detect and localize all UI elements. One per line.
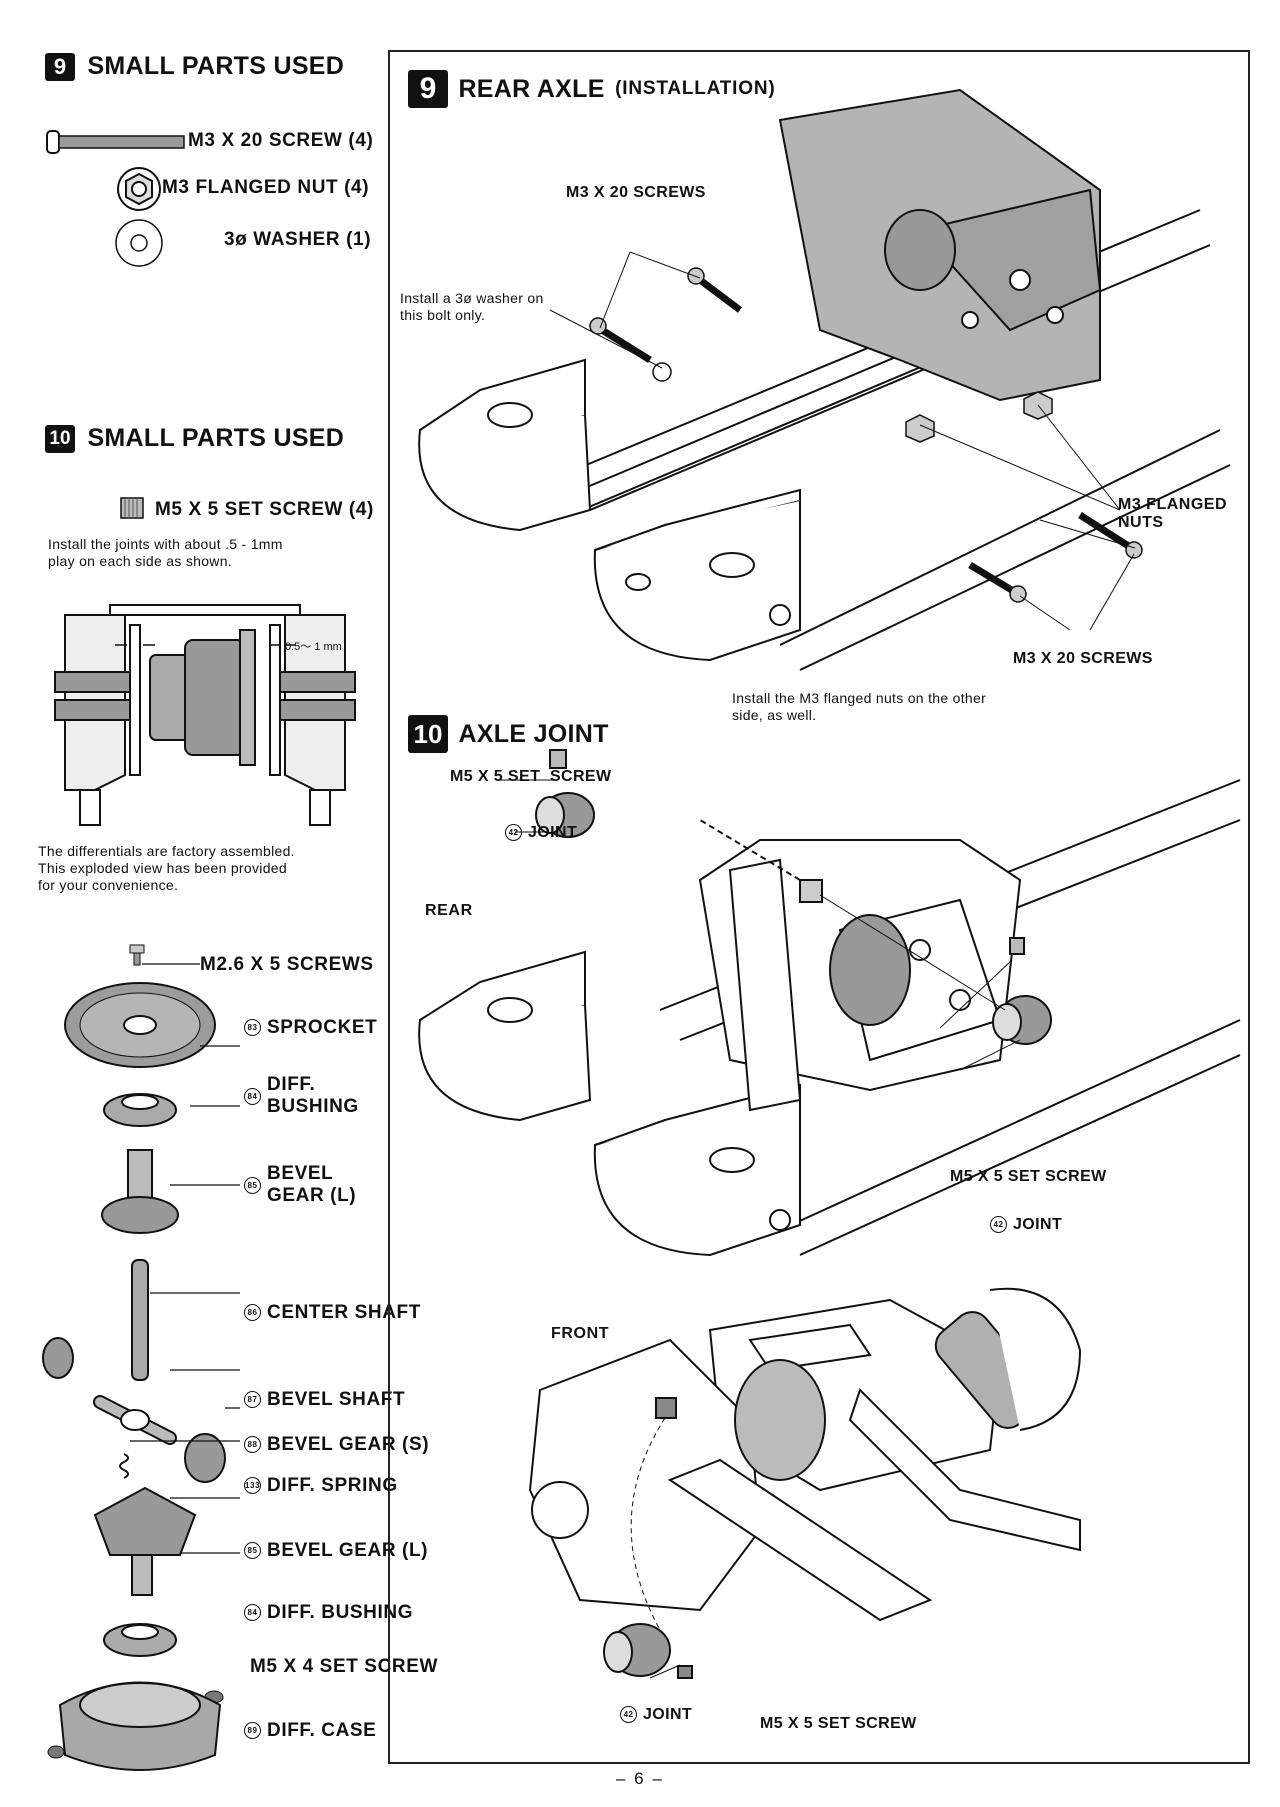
step-badge-9-large: 9 bbox=[408, 70, 448, 108]
part-number-badge: 42 bbox=[990, 1216, 1007, 1234]
part-m3x20-screw-label: M3 X 20 SCREW (4) bbox=[188, 130, 374, 151]
play-gap-label: 0.5〜 1 mm bbox=[285, 641, 342, 653]
step-badge-10-large: 10 bbox=[408, 715, 448, 753]
axle-joint-rear-drawing bbox=[418, 749, 1241, 1257]
part-number-badge: 85 bbox=[244, 1542, 261, 1560]
joint-play-diagram bbox=[54, 604, 356, 826]
section-9-parts-title: SMALL PARTS USED bbox=[87, 52, 345, 80]
section-10-parts-header: 10 SMALL PARTS USED bbox=[45, 424, 344, 453]
part-number-badge: 42 bbox=[620, 1706, 637, 1724]
callout-set-screw-mid: M5 X 5 SET SCREW bbox=[950, 1168, 1107, 1185]
part-number-badge: 42 bbox=[505, 824, 522, 842]
set-screw-icon bbox=[120, 497, 144, 519]
washer-icon bbox=[115, 219, 163, 267]
page-number: – 6 – bbox=[616, 1769, 664, 1788]
part-number-badge: 133 bbox=[244, 1477, 261, 1495]
exploded-label-m5x4-set-screw: M5 X 4 SET SCREW bbox=[250, 1656, 439, 1677]
part-number-badge: 88 bbox=[244, 1436, 261, 1454]
callout-m3x20-screws-bottom: M3 X 20 SCREWS bbox=[1013, 650, 1153, 667]
step-10-header: 10 AXLE JOINT bbox=[408, 715, 609, 753]
part-number-badge: 83 bbox=[244, 1019, 261, 1037]
label-front: FRONT bbox=[551, 1325, 610, 1342]
callout-flanged-nuts-other-side-note: Install the M3 flanged nuts on the other… bbox=[732, 690, 987, 723]
rear-axle-installation-drawing bbox=[418, 88, 1231, 671]
callout-m3x20-screws-top: M3 X 20 SCREWS bbox=[566, 184, 706, 201]
axle-joint-front-drawing bbox=[528, 1287, 1082, 1679]
step-badge-10: 10 bbox=[45, 424, 75, 453]
step-9-title: REAR AXLE bbox=[458, 74, 605, 103]
exploded-leader-lines bbox=[130, 963, 240, 1554]
callout-set-screw-top: M5 X 5 SET SCREW bbox=[450, 768, 612, 785]
part-number-badge: 84 bbox=[244, 1604, 261, 1622]
step-10-title: AXLE JOINT bbox=[458, 719, 609, 748]
differential-exploded-view bbox=[42, 944, 226, 1771]
flanged-nut-icon bbox=[117, 167, 161, 211]
step-9-header: 9 REAR AXLE (INSTALLATION) bbox=[408, 70, 776, 108]
step-badge-9: 9 bbox=[45, 52, 75, 81]
part-number-badge: 86 bbox=[244, 1304, 261, 1322]
exploded-label-m26-screws: M2.6 X 5 SCREWS bbox=[200, 954, 374, 975]
callout-set-screw-bottom: M5 X 5 SET SCREW bbox=[760, 1715, 917, 1732]
part-m5x5-set-screw-label: M5 X 5 SET SCREW (4) bbox=[155, 499, 374, 520]
part-number-badge: 84 bbox=[244, 1087, 261, 1105]
part-washer-label: 3ø WASHER (1) bbox=[224, 229, 372, 250]
sprocket-icon bbox=[64, 982, 216, 1068]
section-10-parts-title: SMALL PARTS USED bbox=[87, 424, 345, 452]
callout-m3-flanged-nuts: M3 FLANGED NUTS bbox=[1118, 496, 1227, 531]
long-screw-icon bbox=[46, 130, 185, 154]
label-rear: REAR bbox=[425, 902, 473, 919]
section-9-parts-header: 9 SMALL PARTS USED bbox=[45, 52, 344, 81]
part-number-badge: 85 bbox=[244, 1176, 261, 1194]
part-flanged-nut-label: M3 FLANGED NUT (4) bbox=[162, 177, 370, 198]
assembly-diagram-frame bbox=[388, 50, 1250, 1764]
joint-play-note: Install the joints with about .5 - 1mm p… bbox=[48, 536, 283, 569]
part-number-badge: 87 bbox=[244, 1391, 261, 1409]
step-9-subtitle: (INSTALLATION) bbox=[615, 78, 776, 99]
part-number-badge: 89 bbox=[244, 1722, 261, 1740]
callout-washer-note: Install a 3ø washer on this bolt only. bbox=[400, 290, 544, 323]
differential-assembly-note: The differentials are factory assembled.… bbox=[38, 843, 295, 893]
